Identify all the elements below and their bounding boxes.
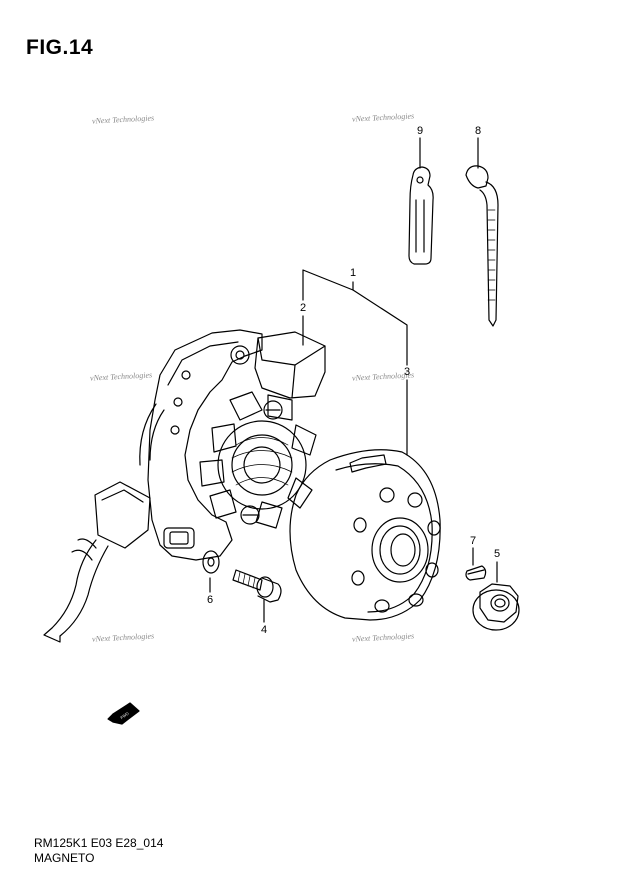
callout-1: 1 bbox=[349, 267, 357, 279]
callout-7: 7 bbox=[469, 535, 477, 547]
callout-2: 2 bbox=[299, 302, 307, 314]
figure-code: RM125K1 E03 E28_014 bbox=[34, 836, 164, 850]
svg-text:FWD: FWD bbox=[119, 711, 129, 720]
bolt-part-4 bbox=[232, 569, 282, 603]
figure-title: FIG.14 bbox=[26, 36, 94, 59]
clamp-band-part-9 bbox=[408, 166, 434, 265]
woodruff-key-part-7 bbox=[465, 565, 487, 581]
flange-nut-part-5 bbox=[472, 583, 520, 631]
callout-6: 6 bbox=[206, 594, 214, 606]
figure-name: MAGNETO bbox=[34, 851, 95, 865]
callout-4: 4 bbox=[260, 624, 268, 636]
callout-5: 5 bbox=[493, 548, 501, 560]
callout-3: 3 bbox=[403, 366, 411, 378]
callout-9: 9 bbox=[416, 125, 424, 137]
forward-arrow-icon bbox=[107, 702, 140, 725]
leader-lines bbox=[209, 137, 498, 623]
stator-assembly-part-2 bbox=[43, 329, 326, 643]
flywheel-rotor-part-3 bbox=[289, 449, 441, 621]
callout-8: 8 bbox=[474, 125, 482, 137]
cable-tie-part-8 bbox=[465, 165, 499, 327]
washer-part-6 bbox=[202, 550, 220, 574]
